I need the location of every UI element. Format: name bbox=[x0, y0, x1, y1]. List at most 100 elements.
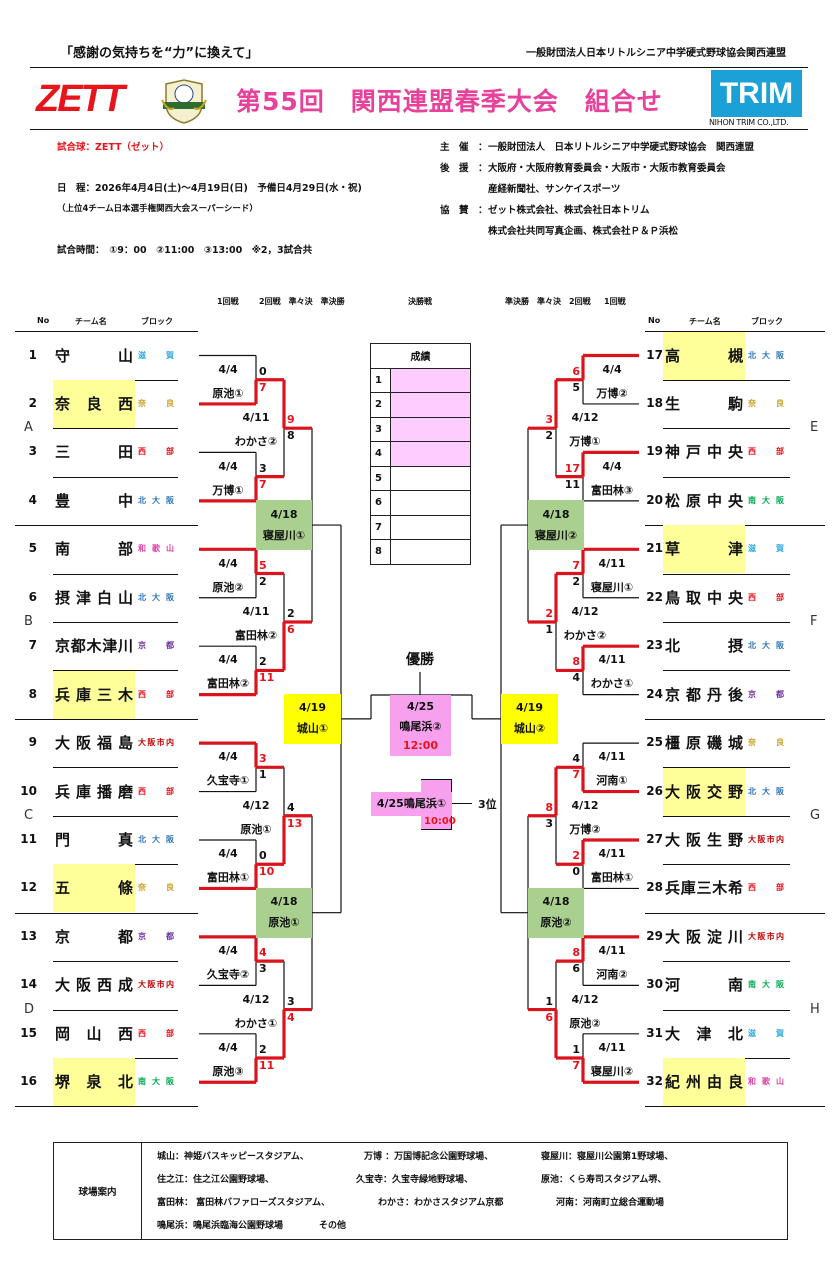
team-number: 31 bbox=[646, 1025, 663, 1040]
score-top: 2 bbox=[287, 606, 295, 620]
venue-item: 河南：河南町立総合運動場 bbox=[556, 1198, 665, 1208]
team-name: 京都 bbox=[55, 927, 133, 946]
trim-logo: TRIM bbox=[711, 70, 802, 117]
group-letter: F bbox=[810, 613, 818, 629]
column-header-no: No bbox=[37, 316, 50, 325]
venue-item: 万博 ：万国博記念公園野球場、 bbox=[364, 1152, 494, 1162]
team-number: 8 bbox=[28, 686, 37, 701]
team-number: 24 bbox=[646, 686, 663, 701]
team-name: 大阪生野 bbox=[665, 831, 743, 849]
results-row: 1 bbox=[370, 367, 471, 393]
match-date: 4/4 bbox=[602, 459, 622, 473]
match-times: 試合時間： ①9：00 ②11:00 ③13:00 ※2，3試合共 bbox=[57, 245, 313, 256]
team-name: 兵庫三木 bbox=[53, 670, 135, 719]
column-header-team: チーム名 bbox=[75, 317, 107, 326]
team-block: 西部 bbox=[138, 447, 174, 457]
team-block: 和歌山 bbox=[748, 1077, 784, 1087]
match-date: 4/11 bbox=[598, 847, 626, 861]
match-date: 4/11 bbox=[598, 750, 626, 764]
rank-number: 1 bbox=[370, 367, 391, 393]
team-block: 西部 bbox=[138, 1028, 174, 1038]
score-bottom: 3 bbox=[545, 816, 553, 830]
header-rule-top bbox=[30, 67, 808, 68]
team-block: 南大阪 bbox=[748, 495, 784, 505]
match-venue: わかさ② bbox=[234, 435, 278, 449]
match-date: 4/12 bbox=[571, 992, 599, 1006]
final-time: 12:00 bbox=[402, 738, 438, 752]
team-number: 14 bbox=[20, 977, 37, 992]
team-number: 2 bbox=[28, 395, 37, 410]
match-venue: 富田林② bbox=[234, 628, 278, 642]
team-number: 5 bbox=[28, 541, 37, 556]
row-divider bbox=[53, 428, 178, 430]
group-divider bbox=[645, 1106, 825, 1108]
team-name: 大阪西成 bbox=[55, 976, 133, 995]
score-bottom: 6 bbox=[287, 622, 295, 636]
score-bottom: 3 bbox=[259, 962, 267, 976]
third-place-line bbox=[452, 803, 472, 804]
team-block: 北大阪 bbox=[138, 495, 174, 505]
row-divider bbox=[663, 573, 790, 575]
group-letter: A bbox=[24, 420, 33, 436]
match-venue: 原池① bbox=[212, 386, 244, 400]
match-venue: 富田林② bbox=[206, 677, 250, 691]
match-date: 4/4 bbox=[218, 1041, 238, 1055]
quarterfinal-date: 4/18 bbox=[542, 507, 570, 521]
rank-number: 4 bbox=[370, 441, 391, 467]
score-bottom: 8 bbox=[287, 429, 295, 443]
match-date: 4/12 bbox=[242, 798, 270, 812]
match-venue: わかさ① bbox=[234, 1016, 278, 1030]
semifinal-date: 4/19 bbox=[516, 701, 543, 715]
results-header-row: 成績 bbox=[370, 343, 471, 369]
row-divider bbox=[663, 961, 790, 963]
rank-number: 2 bbox=[370, 392, 391, 418]
match-venue: 富田林① bbox=[206, 871, 250, 885]
page-title: 第55回 関西連盟春季大会 組合せ bbox=[236, 87, 663, 116]
league-emblem-icon bbox=[161, 79, 207, 124]
score-top: 8 bbox=[572, 946, 580, 960]
row-divider bbox=[53, 621, 178, 623]
results-row: 5 bbox=[370, 465, 471, 491]
team-block: 和歌山 bbox=[138, 544, 174, 554]
rank-team bbox=[390, 416, 471, 442]
group-letter: E bbox=[810, 420, 819, 436]
support-line-2: 産経新聞社、サンケイスポーツ bbox=[488, 184, 621, 195]
round-header-right-rest: 準決勝 準々決 2回戦 bbox=[505, 297, 591, 306]
column-header-block-right: ブロック bbox=[751, 317, 783, 326]
venue-item: 寝屋川：寝屋川公園第1野球場、 bbox=[541, 1152, 674, 1162]
group-divider bbox=[15, 525, 198, 527]
team-number: 28 bbox=[646, 880, 663, 895]
team-name: 岡山西 bbox=[55, 1024, 133, 1043]
match-date: 4/4 bbox=[218, 556, 238, 570]
team-name: 兵庫三木希 bbox=[665, 879, 743, 898]
match-date: 4/4 bbox=[218, 653, 238, 667]
match-venue: 富田林① bbox=[590, 871, 634, 885]
results-row: 3 bbox=[370, 416, 471, 442]
row-divider bbox=[53, 961, 178, 963]
score-bottom: 6 bbox=[572, 962, 580, 976]
rank-team bbox=[390, 539, 471, 565]
score-top: 4 bbox=[572, 752, 580, 766]
team-number: 26 bbox=[646, 783, 663, 798]
champion-label: 優勝 bbox=[406, 652, 434, 668]
score-top: 2 bbox=[259, 1043, 267, 1057]
round-header-final: 決勝戦 bbox=[408, 297, 432, 306]
venue-guide-label: 球場案内 bbox=[54, 1143, 142, 1239]
score-top: 3 bbox=[287, 994, 295, 1008]
column-header-team-right: チーム名 bbox=[689, 317, 721, 326]
score-bottom: 2 bbox=[572, 574, 580, 588]
team-number: 21 bbox=[646, 541, 663, 556]
zett-logo: ZETT bbox=[36, 78, 125, 120]
team-number: 9 bbox=[28, 735, 37, 750]
team-name: 草津 bbox=[663, 525, 745, 574]
score-top: 4 bbox=[259, 946, 267, 960]
score-top: 3 bbox=[259, 752, 267, 766]
rank-number: 8 bbox=[370, 539, 391, 565]
results-title: 成績 bbox=[370, 343, 471, 369]
venue-item: わかさ：わかさスタジアム京都 bbox=[378, 1198, 504, 1208]
match-date: 4/11 bbox=[598, 1041, 626, 1055]
team-number: 22 bbox=[646, 589, 663, 604]
